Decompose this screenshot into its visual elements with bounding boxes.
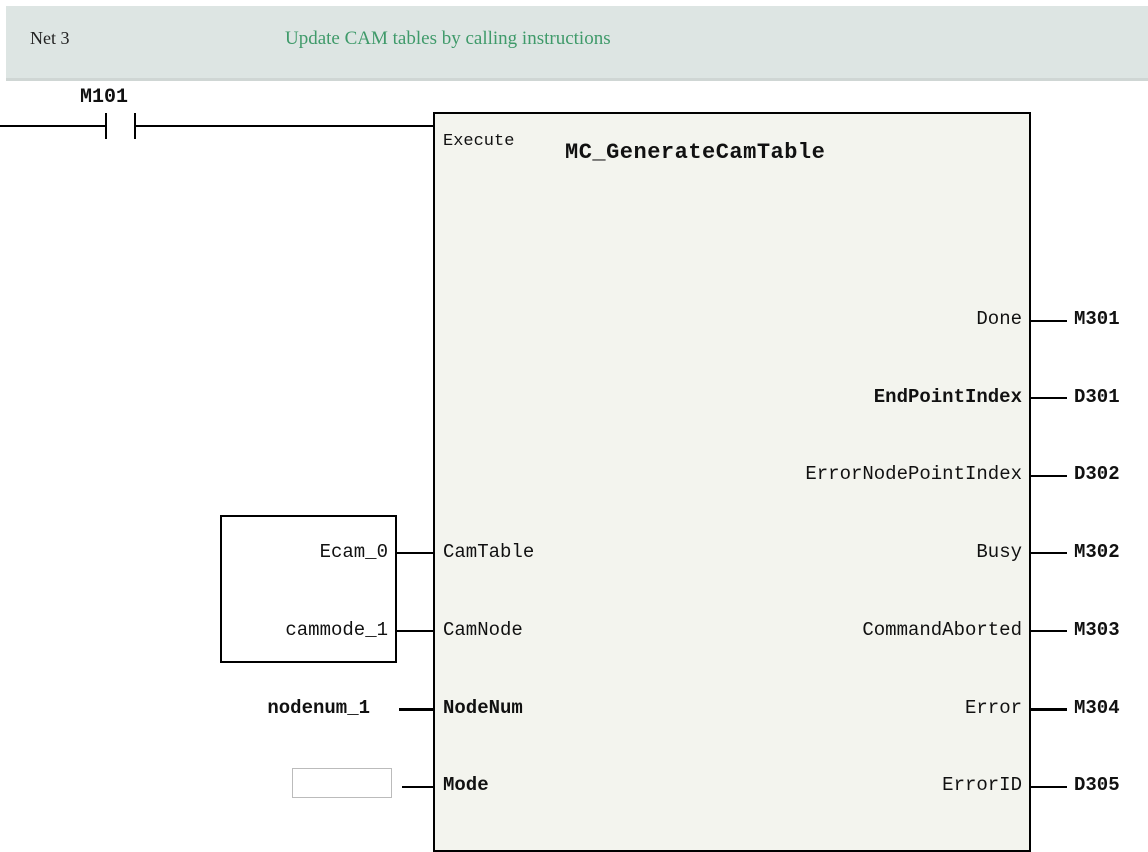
pin-mode: Mode	[443, 774, 489, 796]
rung-wire-left	[0, 125, 106, 127]
output-var-endpointindex[interactable]: D301	[1074, 386, 1120, 408]
contact-label[interactable]: M101	[80, 86, 129, 109]
network-comment[interactable]: Update CAM tables by calling instruction…	[285, 28, 611, 49]
output-wire-errornodepointindex	[1031, 475, 1067, 477]
input-wire-mode	[402, 786, 433, 788]
input-var-camtable[interactable]: Ecam_0	[319, 541, 388, 563]
output-var-errorid[interactable]: D305	[1074, 774, 1120, 796]
pin-errorid: ErrorID	[942, 774, 1022, 796]
pin-commandaborted: CommandAborted	[862, 619, 1022, 641]
pin-busy: Busy	[976, 541, 1022, 563]
pin-camnode: CamNode	[443, 619, 523, 641]
contact-bar-left[interactable]	[105, 113, 107, 139]
pin-done: Done	[976, 308, 1022, 330]
pin-endpointindex: EndPointIndex	[873, 386, 1022, 408]
input-wire-camnode	[397, 630, 433, 632]
output-wire-done	[1031, 320, 1067, 322]
pin-nodenum: NodeNum	[443, 697, 523, 719]
network-header[interactable]	[6, 6, 1148, 81]
output-wire-busy	[1031, 552, 1067, 554]
output-wire-error	[1031, 708, 1067, 711]
input-var-camnode[interactable]: cammode_1	[285, 619, 388, 641]
pin-errornodepointindex: ErrorNodePointIndex	[805, 463, 1022, 485]
output-var-done[interactable]: M301	[1074, 308, 1120, 330]
output-wire-commandaborted	[1031, 630, 1067, 632]
pin-error: Error	[964, 697, 1022, 719]
output-var-error[interactable]: M304	[1074, 697, 1120, 719]
output-wire-errorid	[1031, 786, 1067, 788]
rung-wire-right	[135, 125, 433, 127]
function-block-name: MC_GenerateCamTable	[565, 140, 826, 165]
input-wire-nodenum	[399, 708, 433, 711]
input-var-nodenum[interactable]: nodenum_1	[267, 697, 370, 719]
struct-variable-box[interactable]	[220, 515, 397, 663]
input-wire-camtable	[397, 552, 433, 554]
output-var-busy[interactable]: M302	[1074, 541, 1120, 563]
pin-execute: Execute	[443, 132, 515, 151]
network-number: Net 3	[30, 28, 70, 48]
function-block[interactable]	[433, 112, 1031, 852]
pin-camtable: CamTable	[443, 541, 535, 563]
output-var-errornodepointindex[interactable]: D302	[1074, 463, 1120, 485]
output-var-commandaborted[interactable]: M303	[1074, 619, 1120, 641]
output-wire-endpointindex	[1031, 397, 1067, 399]
input-var-mode[interactable]	[292, 768, 392, 798]
